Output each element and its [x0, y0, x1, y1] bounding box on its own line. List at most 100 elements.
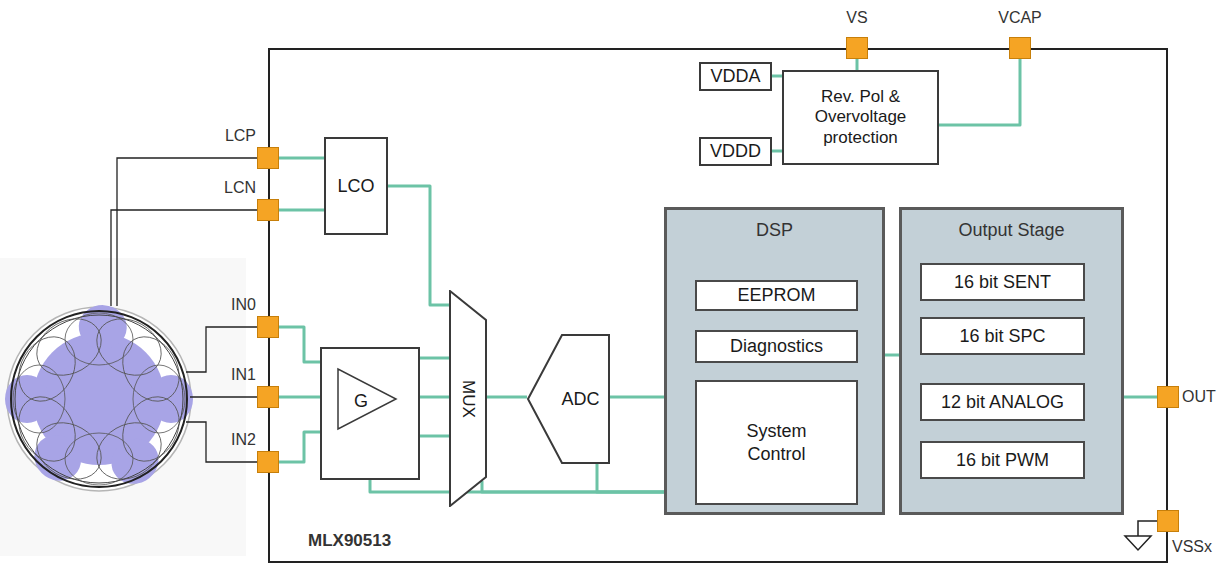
rotor-lobes: [5, 304, 193, 493]
function-name: Diagnostics: [730, 336, 823, 357]
pin-pad: OUT: [1157, 386, 1179, 408]
block-name: MUX: [458, 380, 478, 418]
protocol-box: 16 bit SPC: [920, 317, 1085, 355]
protocol-box: 16 bit SENT: [920, 263, 1085, 301]
block-name: LCO: [337, 176, 374, 197]
supply-box: VDDD: [699, 137, 772, 166]
amplifier-symbol: [320, 347, 420, 480]
supply-name: VDDA: [710, 66, 760, 87]
signal-wire: [772, 75, 782, 78]
coil-loop: [87, 411, 172, 490]
panel-title: DSP: [667, 210, 882, 241]
supply-box: VDDA: [699, 62, 772, 91]
multiplexer-shape: MUX: [449, 290, 487, 507]
dsp-panel: DSP EEPROM DiagnosticsSystem Control: [664, 207, 885, 515]
coil-loop: [111, 387, 190, 472]
output-panel: Output Stage 16 bit SENT 16 bit SPC 12 bit …: [899, 207, 1124, 515]
coil-wire: [111, 210, 257, 306]
signal-wire: [279, 432, 320, 462]
pin-pad: VCAP: [1009, 37, 1031, 59]
coil-loop: [27, 308, 112, 387]
adc-polygon: [528, 335, 609, 463]
coil-loop: [8, 327, 87, 412]
pin-pad: VS: [846, 37, 868, 59]
signal-wire: [370, 480, 664, 492]
sensor-wires: [111, 158, 257, 462]
adc-shape: ADC: [527, 334, 610, 464]
chip-name: MLX90513: [308, 531, 391, 551]
protocol-name: 16 bit SENT: [954, 272, 1051, 293]
supply-name: VDDD: [710, 141, 761, 162]
coil-loop: [87, 308, 172, 387]
pin-pad: IN1: [257, 386, 279, 408]
pin-name: LCN: [224, 180, 256, 196]
pin-pad: LCN: [257, 199, 279, 221]
coil-outline: [15, 315, 183, 483]
amplifier-triangle: [338, 369, 396, 429]
signal-wire: [482, 481, 664, 492]
coil-loop: [8, 387, 87, 472]
pin-name: IN2: [231, 432, 256, 448]
coil-loop: [27, 411, 112, 490]
signal-wire: [856, 59, 859, 70]
coil-wire: [186, 327, 257, 372]
coil-wire: [190, 396, 257, 397]
protocol-name: 16 bit SPC: [959, 326, 1045, 347]
signal-wire: [279, 157, 324, 160]
protocol-name: 16 bit PWM: [956, 450, 1049, 471]
signal-wire: [610, 396, 664, 399]
pin-name: IN0: [231, 297, 256, 313]
function-name: System Control: [732, 420, 822, 465]
pin-name: IN1: [231, 367, 256, 383]
rotor-lobe: [25, 426, 90, 490]
signal-wire: [388, 186, 449, 305]
protocol-box: 16 bit PWM: [920, 441, 1085, 479]
coil-wire: [186, 422, 257, 462]
pin-pad: IN2: [257, 451, 279, 473]
function-box: System Control: [695, 380, 858, 505]
protection-box: Rev. Pol & Overvoltage protection: [782, 70, 939, 165]
signal-wire: [939, 59, 1020, 125]
pin-name: OUT: [1182, 389, 1216, 405]
coil-wire: [117, 158, 257, 306]
signal-wire: [279, 396, 320, 399]
pin-name: VS: [846, 10, 867, 26]
signal-wire: [1124, 396, 1157, 399]
coil-loop: [111, 327, 190, 412]
pin-pad: VSSx: [1157, 510, 1179, 532]
pin-pad: IN0: [257, 316, 279, 338]
amplifier-box: G: [320, 347, 420, 480]
ground-triangle: [1125, 536, 1151, 550]
function-box: Diagnostics: [695, 330, 858, 363]
oscillator-box: LCO: [324, 137, 388, 235]
protocol-name: 12 bit ANALOG: [941, 392, 1064, 413]
signal-wire: [772, 150, 782, 153]
inductive-sensor: [5, 304, 193, 493]
coil-outline: [11, 311, 187, 487]
block-name: Rev. Pol & Overvoltage protection: [790, 87, 931, 148]
coil-mesh: [8, 308, 191, 491]
gain-symbol: G: [344, 390, 378, 412]
function-box: EEPROM: [695, 280, 858, 311]
function-name: EEPROM: [737, 285, 815, 306]
mux-polygon: [450, 291, 486, 506]
signal-wire: [279, 327, 320, 362]
protocol-box: 12 bit ANALOG: [920, 383, 1085, 421]
pin-name: LCP: [225, 128, 256, 144]
signal-wire: [279, 209, 324, 212]
signal-wire: [885, 354, 899, 357]
block-name: ADC: [561, 389, 599, 410]
pin-name: VCAP: [998, 10, 1042, 26]
ground-symbol: [1125, 521, 1157, 550]
ground-wire: [1138, 521, 1157, 536]
chip-outline: MLX90513 VDDA VDDD Rev. Pol & Overvoltage p…: [268, 48, 1168, 563]
signal-wire: [420, 435, 449, 438]
signal-wire: [420, 396, 449, 399]
signal-wire: [597, 464, 664, 492]
signal-wire: [420, 357, 449, 360]
signal-wire: [487, 396, 527, 399]
panel-title: Output Stage: [902, 210, 1121, 241]
pin-name: VSSx: [1172, 539, 1212, 555]
pin-pad: LCP: [257, 147, 279, 169]
